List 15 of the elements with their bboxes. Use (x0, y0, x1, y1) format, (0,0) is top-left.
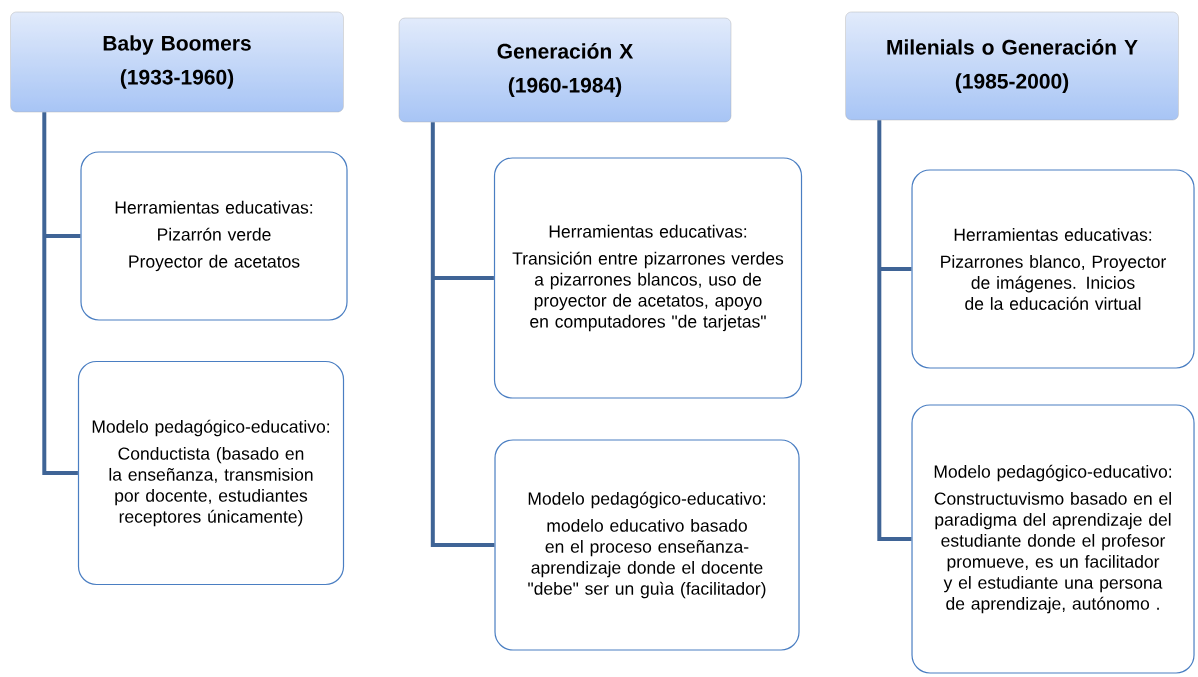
content-box: Herramientas educativas: Pizarrones blanco, Proyector de imágenes. Inicios de la educación virtual (911, 169, 1195, 369)
header-box: Milenials o Generación Y (1985-2000) (845, 11, 1179, 121)
header-box: Baby Boomers (1933-1960) (10, 11, 344, 113)
content-box: Modelo pedagógico-educativo: Constructuvismo basado en el paradigma del aprendizaje del estudiante donde el profesor promueve, es un facilitador y el estudiante una persona de aprendizaje, autónomo . (911, 404, 1195, 674)
connector-line (879, 267, 912, 271)
connector-line (430, 122, 495, 547)
content-box: Herramientas educativas: Pizarrón verde Proyector de acetatos (80, 151, 348, 321)
content-box: Modelo pedagógico-educativo: modelo educativo basado en el proceso enseñanza-aprendizaje donde el docente "debe" ser un guìa (facilitador) (494, 439, 800, 651)
content-box: Modelo pedagógico-educativo: Conductista (basado en la enseñanza, transmision por docente, estudiantes receptores únicamente) (77, 360, 345, 586)
connector-line (877, 120, 912, 541)
content-box: Herramientas educativas: Transición entre pizarrones verdes a pizarrones blancos, uso de proyector de acetatos, apoyo en computadores "de tarjetas" (493, 157, 803, 399)
header-box: Generación X (1960-1984) (398, 17, 732, 123)
connector-line (432, 276, 494, 280)
connector-line (42, 112, 78, 475)
connector-line (44, 234, 81, 238)
